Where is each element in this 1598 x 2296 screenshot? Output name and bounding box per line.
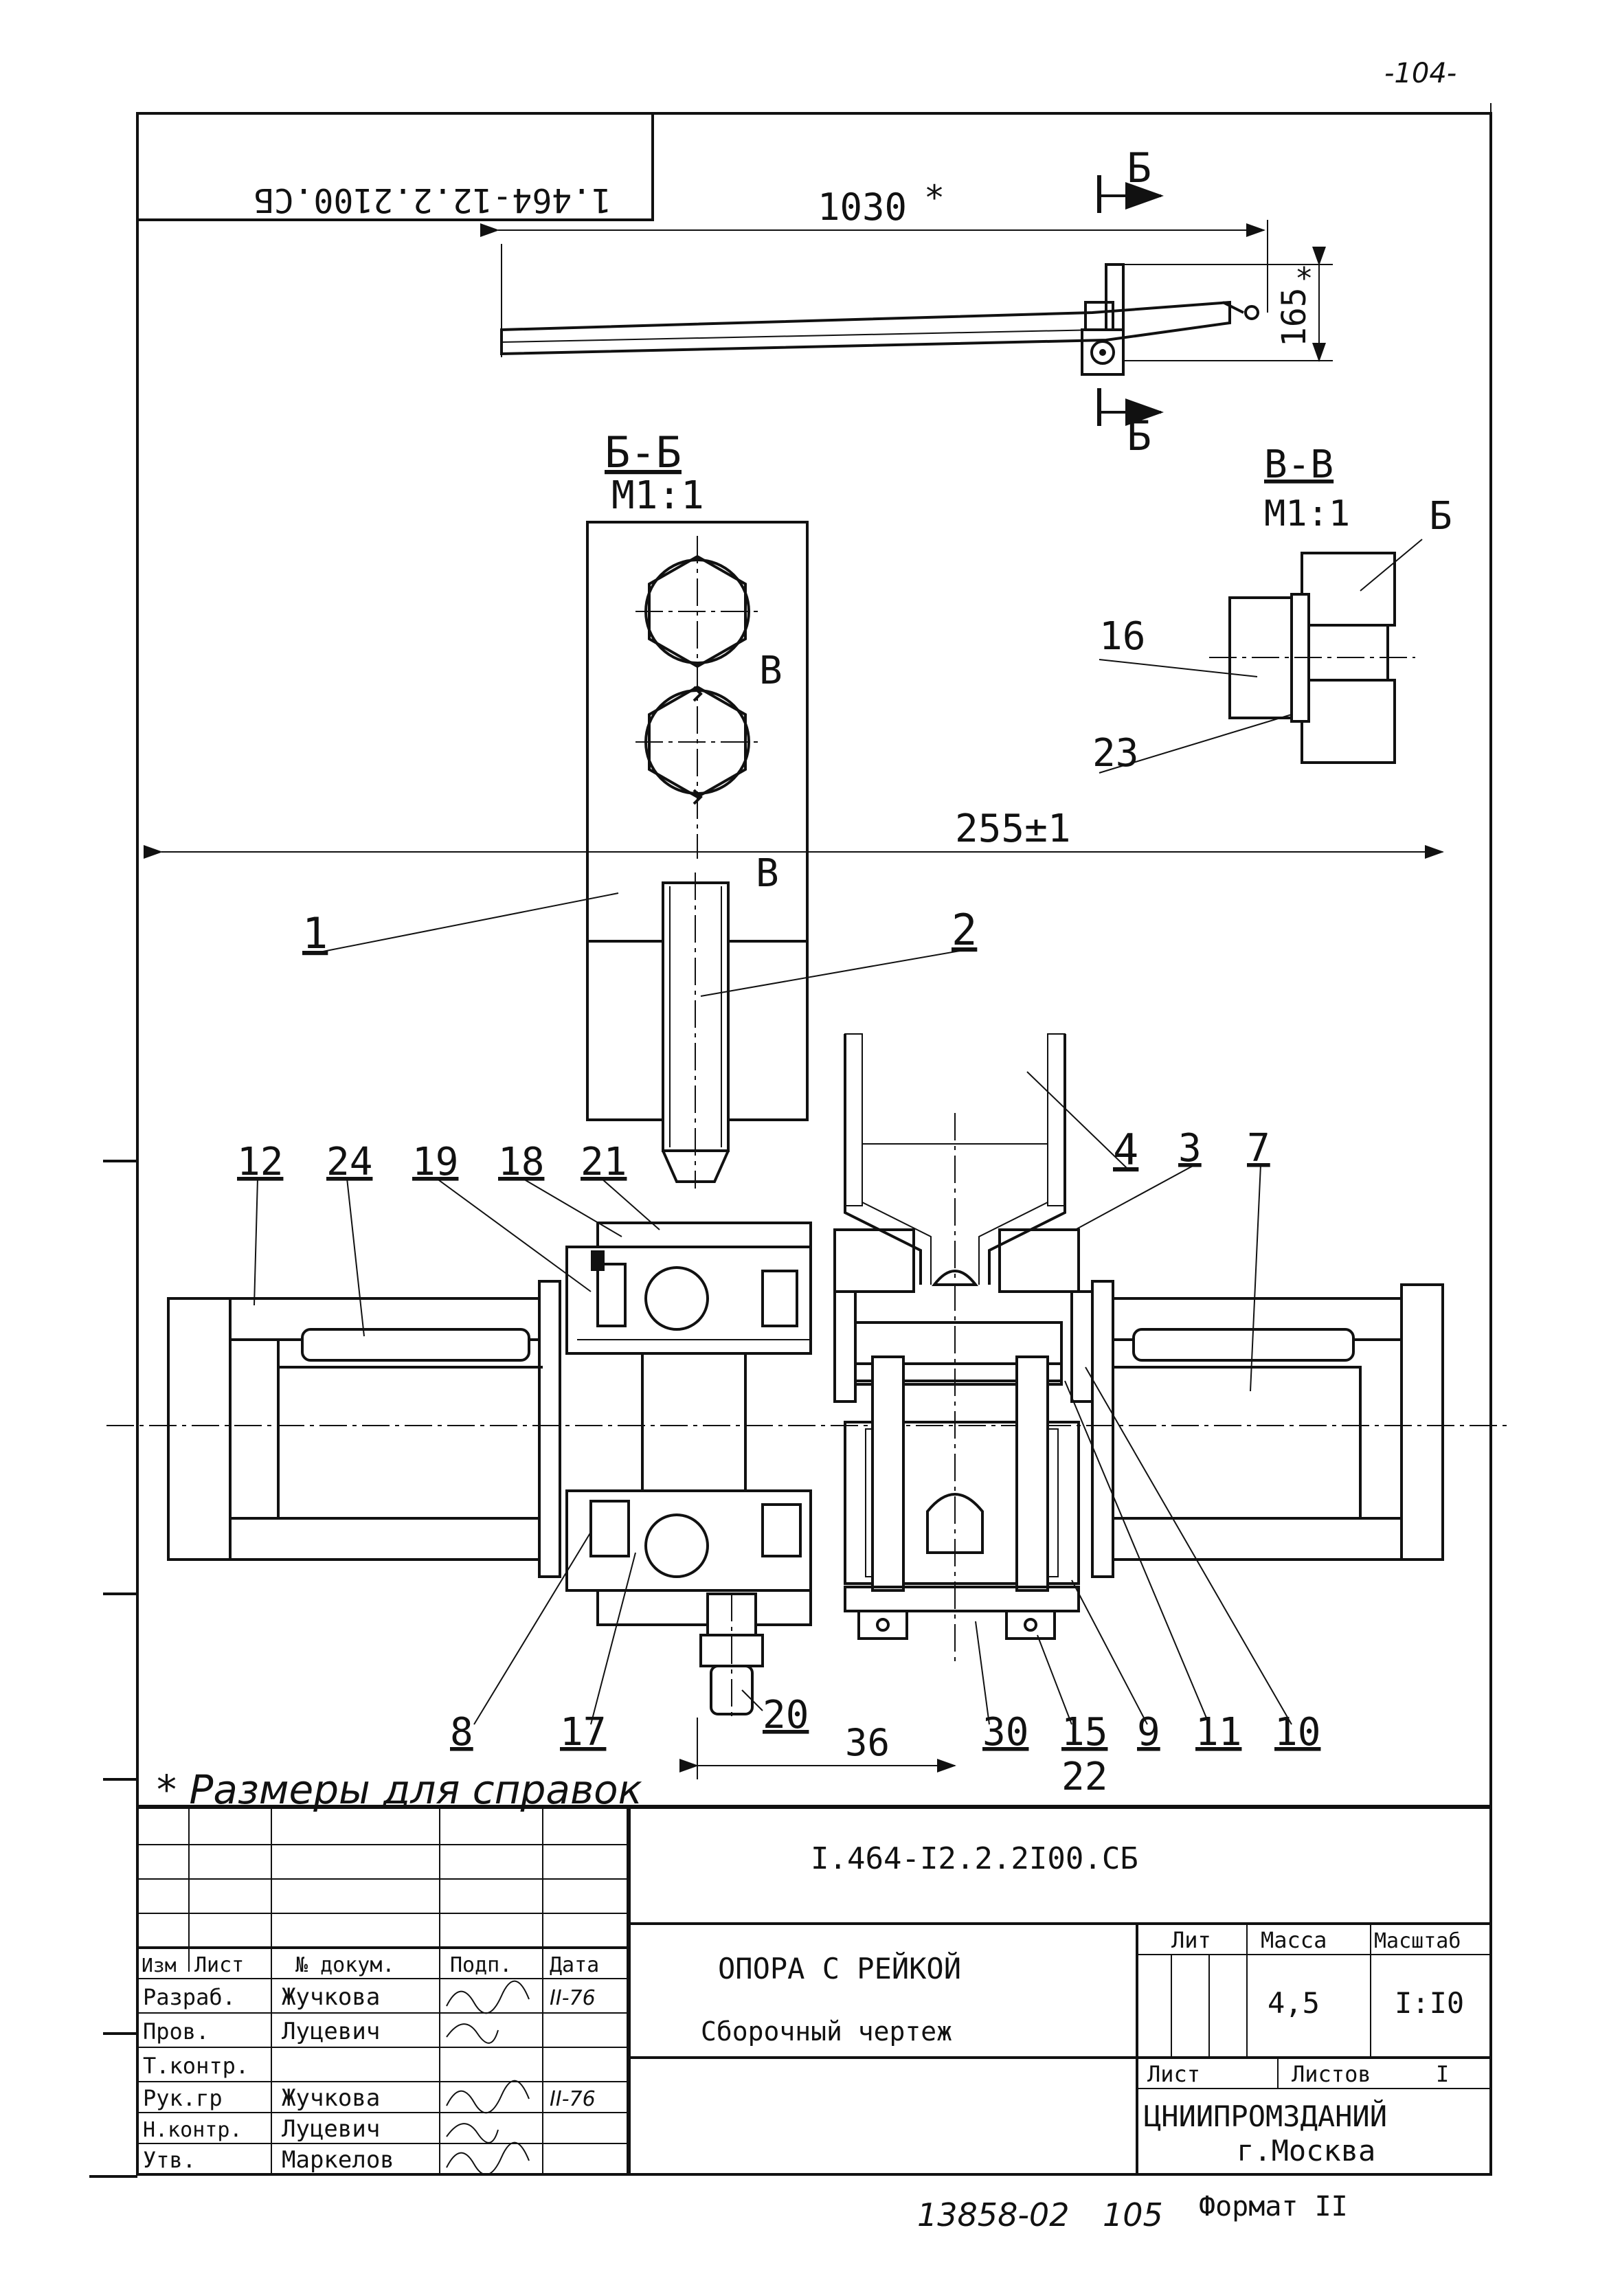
svg-text:M1:1: M1:1 (1264, 493, 1350, 534)
label-9: 9 (1137, 1710, 1160, 1755)
dim-1030: 1030 (818, 185, 907, 229)
svg-text:Листов: Листов (1292, 2061, 1371, 2087)
part-2-stud (662, 873, 730, 1189)
svg-text:Рук.гр: Рук.гр (143, 2085, 223, 2111)
mirrored-stamp: 1.464-12.2.2100.СБ (136, 112, 654, 221)
svg-text:Разраб.: Разраб. (143, 1984, 236, 2010)
svg-text:№ докум.: № докум. (295, 1953, 395, 1977)
dim-overall: 255±1 (955, 807, 1071, 851)
part-1-block: В (586, 521, 809, 1121)
page-number: -104- (1384, 58, 1456, 89)
svg-text:Утв.: Утв. (143, 2147, 196, 2173)
svg-text:Т.контр.: Т.контр. (143, 2053, 249, 2079)
svg-text:Пров.: Пров. (143, 2018, 209, 2045)
svg-text:*: * (1295, 261, 1314, 296)
label-2: 2 (952, 905, 977, 955)
svg-text:Маркелов: Маркелов (282, 2146, 394, 2174)
svg-text:1.464-12.2.2100.СБ: 1.464-12.2.2100.СБ (254, 181, 611, 219)
svg-text:Б: Б (1127, 144, 1151, 192)
section-vv: В-В M1:1 Б 16 23 (1092, 442, 1452, 776)
label-30: 30 (982, 1710, 1028, 1755)
svg-text:*: * (924, 178, 945, 218)
label-8: 8 (450, 1710, 473, 1755)
svg-text:Масса: Масса (1261, 1927, 1327, 1953)
section-bb-title: Б-Б (605, 427, 682, 477)
archive-number: 13858-02 (917, 2196, 1069, 2233)
svg-text:Жучкова: Жучкова (282, 1983, 380, 2011)
svg-text:I: I (1436, 2061, 1449, 2087)
label-1: 1 (302, 908, 328, 958)
city: г.Москва (1237, 2134, 1375, 2168)
svg-text:16: 16 (1099, 614, 1145, 659)
svg-text:Масштаб: Масштаб (1374, 1929, 1461, 1953)
bearing-lower (565, 1353, 812, 1718)
svg-text:Лист: Лист (194, 1953, 244, 1977)
housing-right (833, 1228, 1094, 1640)
svg-text:Лит: Лит (1171, 1927, 1211, 1953)
right-pipe (1091, 1280, 1444, 1578)
svg-text:Жучкова: Жучкова (282, 2084, 380, 2112)
label-21: 21 (581, 1140, 627, 1184)
svg-text:Луцевич: Луцевич (282, 2115, 380, 2143)
label-7: 7 (1247, 1126, 1270, 1171)
label-12: 12 (237, 1140, 283, 1184)
left-pipe (167, 1280, 561, 1578)
top-view: 1030 * 165 * Б Б (480, 144, 1333, 460)
organization: ЦНИИПРОМЗДАНИЙ (1144, 2099, 1387, 2133)
svg-text:В: В (759, 649, 783, 693)
sheet-number: 105 (1103, 2196, 1163, 2233)
label-18: 18 (498, 1140, 544, 1184)
label-19: 19 (412, 1140, 458, 1184)
label-22: 22 (1061, 1755, 1107, 1799)
svg-text:Лист: Лист (1147, 2061, 1200, 2087)
scale-value: I:I0 (1395, 1986, 1464, 2020)
doc-code: I.464-I2.2.2I00.СБ (811, 1841, 1138, 1876)
mass-value: 4,5 (1268, 1986, 1320, 2020)
label-17: 17 (560, 1710, 606, 1755)
svg-text:Подп.: Подп. (450, 1953, 512, 1977)
svg-text:Н.контр.: Н.контр. (143, 2118, 243, 2142)
svg-text:В-В: В-В (1264, 442, 1333, 487)
svg-text:Дата: Дата (550, 1953, 599, 1977)
svg-text:II-76: II-76 (550, 2087, 596, 2111)
format-label: Формат II (1199, 2191, 1348, 2222)
part-labels: 1 В 2 4 3 7 12 24 19 18 21 8 17 20 30 15… (237, 851, 1320, 1799)
label-11: 11 (1195, 1710, 1241, 1755)
drawing-subtitle: Сборочный чертеж (701, 2016, 952, 2047)
label-3: 3 (1178, 1126, 1202, 1171)
label-20: 20 (763, 1693, 809, 1737)
dim-165: 165 (1275, 287, 1314, 347)
label-24: 24 (326, 1140, 372, 1184)
title-block: I.464-I2.2.2I00.СБ ОПОРА С РЕЙКОЙ Сбороч… (137, 1805, 1491, 2176)
svg-text:Б: Б (1429, 494, 1452, 539)
svg-text:II-76: II-76 (550, 1986, 596, 2010)
svg-text:Луцевич: Луцевич (282, 2018, 380, 2045)
drawing-title: ОПОРА С РЕЙКОЙ (718, 1951, 961, 1985)
dim-36: 36 (845, 1721, 890, 1764)
label-10: 10 (1274, 1710, 1320, 1755)
part-4-hopper (844, 1033, 1066, 1663)
svg-text:Б: Б (1127, 412, 1151, 460)
svg-text:23: 23 (1092, 731, 1138, 776)
section-bb-scale: M1:1 (611, 473, 704, 518)
svg-text:В: В (756, 851, 779, 896)
drawing-frame (136, 112, 1492, 2176)
svg-text:Изм: Изм (142, 1954, 177, 1977)
bearing-upper (565, 1222, 812, 1355)
